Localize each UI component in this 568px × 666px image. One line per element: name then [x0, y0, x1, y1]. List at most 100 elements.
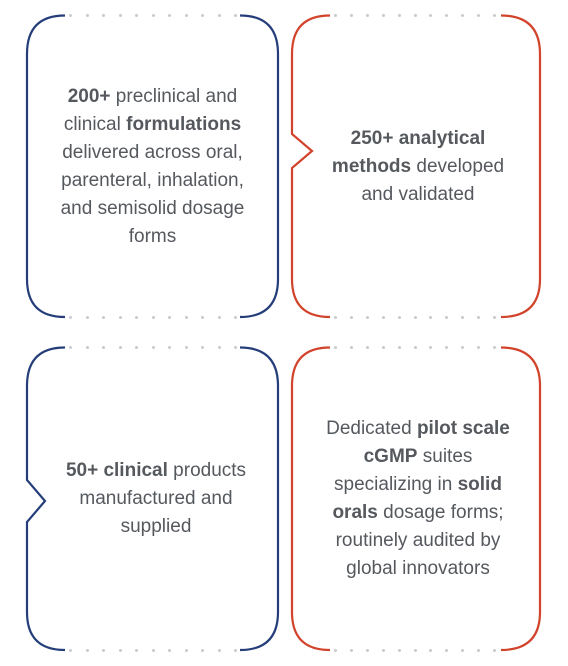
divider-dot — [381, 316, 385, 319]
divider-dot — [397, 14, 401, 17]
stat-card-pilot-scale-suites: Dedicated pilot scale cGMP suites specia… — [286, 346, 542, 652]
divider-dot — [365, 346, 369, 349]
divider-dot — [201, 649, 204, 652]
divider-dot — [85, 14, 89, 17]
divider-dot — [184, 346, 188, 349]
divider-dot — [217, 14, 221, 17]
divider-dot — [151, 316, 155, 319]
divider-dot — [334, 346, 337, 349]
divider-dot — [102, 14, 105, 17]
card-text: 250+ analytical methods developed and va… — [316, 46, 520, 288]
highlight-text: formulations — [126, 114, 242, 135]
body-text: suites specializing in — [334, 446, 473, 495]
divider-dot — [413, 316, 417, 319]
dotted-divider-bottom — [69, 649, 237, 653]
card-border — [290, 14, 542, 319]
divider-dot — [334, 649, 337, 652]
dotted-divider-top — [69, 14, 237, 18]
card-text: 200+ preclinical and clinical formulatio… — [55, 46, 250, 288]
divider-dot — [85, 316, 89, 319]
body-text: dosage forms; routinely audited by globa… — [335, 502, 504, 579]
divider-dot — [477, 649, 481, 652]
divider-dot — [102, 316, 105, 319]
dotted-divider-bottom — [69, 316, 237, 320]
divider-dot — [493, 649, 496, 652]
divider-dot — [461, 14, 465, 17]
divider-dot — [234, 316, 237, 319]
divider-dot — [477, 346, 481, 349]
divider-dot — [135, 14, 138, 17]
highlight-text: 200+ — [67, 86, 111, 107]
divider-dot — [397, 649, 401, 652]
dotted-divider-bottom — [334, 316, 496, 320]
card-text: 50+ clinical products manufactured and s… — [61, 378, 251, 620]
card-border — [25, 346, 280, 652]
divider-dot — [493, 346, 496, 349]
divider-dot — [135, 346, 138, 349]
card-text: Dedicated pilot scale cGMP suites specia… — [316, 378, 520, 620]
divider-dot — [429, 346, 433, 349]
divider-dot — [217, 316, 221, 319]
divider-dot — [413, 14, 417, 17]
body-text: Dedicated — [326, 418, 417, 439]
highlight-text: solid orals — [332, 474, 502, 523]
divider-dot — [349, 649, 353, 652]
divider-dot — [429, 316, 433, 319]
stat-card-formulations: 200+ preclinical and clinical formulatio… — [25, 14, 280, 319]
divider-dot — [461, 316, 465, 319]
divider-dot — [102, 346, 105, 349]
divider-dot — [168, 649, 171, 652]
highlight-text: pilot scale cGMP — [363, 418, 510, 467]
divider-dot — [135, 649, 138, 652]
divider-dot — [397, 316, 401, 319]
divider-dot — [184, 14, 188, 17]
divider-dot — [234, 346, 237, 349]
divider-dot — [413, 346, 417, 349]
stat-card-analytical-methods: 250+ analytical methods developed and va… — [286, 14, 542, 319]
body-text: products manufactured and supplied — [79, 460, 247, 537]
body-text: developed and validated — [361, 156, 505, 205]
divider-dot — [234, 14, 237, 17]
divider-dot — [184, 649, 188, 652]
divider-dot — [168, 346, 171, 349]
divider-dot — [429, 649, 433, 652]
card-border — [290, 346, 542, 652]
divider-dot — [365, 14, 369, 17]
divider-dot — [168, 316, 171, 319]
divider-dot — [365, 649, 369, 652]
divider-dot — [365, 316, 369, 319]
divider-dot — [69, 316, 72, 319]
divider-dot — [201, 14, 204, 17]
divider-dot — [445, 649, 449, 652]
divider-dot — [151, 346, 155, 349]
divider-dot — [151, 649, 155, 652]
divider-dot — [493, 316, 496, 319]
divider-dot — [477, 316, 481, 319]
divider-dot — [201, 346, 204, 349]
divider-dot — [413, 649, 417, 652]
divider-dot — [151, 14, 155, 17]
divider-dot — [445, 316, 449, 319]
divider-dot — [397, 346, 401, 349]
divider-dot — [69, 346, 72, 349]
divider-dot — [461, 346, 465, 349]
dotted-divider-top — [334, 346, 496, 350]
divider-dot — [69, 14, 72, 17]
divider-dot — [349, 316, 353, 319]
divider-dot — [217, 346, 221, 349]
dotted-divider-top — [69, 346, 237, 350]
divider-dot — [334, 316, 337, 319]
divider-dot — [85, 346, 89, 349]
card-border — [25, 14, 280, 319]
divider-dot — [69, 649, 72, 652]
divider-dot — [445, 346, 449, 349]
divider-dot — [118, 316, 122, 319]
divider-dot — [184, 316, 188, 319]
divider-dot — [102, 649, 105, 652]
divider-dot — [168, 14, 171, 17]
divider-dot — [201, 316, 204, 319]
divider-dot — [118, 14, 122, 17]
body-text: preclinical and clinical — [63, 86, 238, 135]
divider-dot — [85, 649, 89, 652]
divider-dot — [334, 14, 337, 17]
